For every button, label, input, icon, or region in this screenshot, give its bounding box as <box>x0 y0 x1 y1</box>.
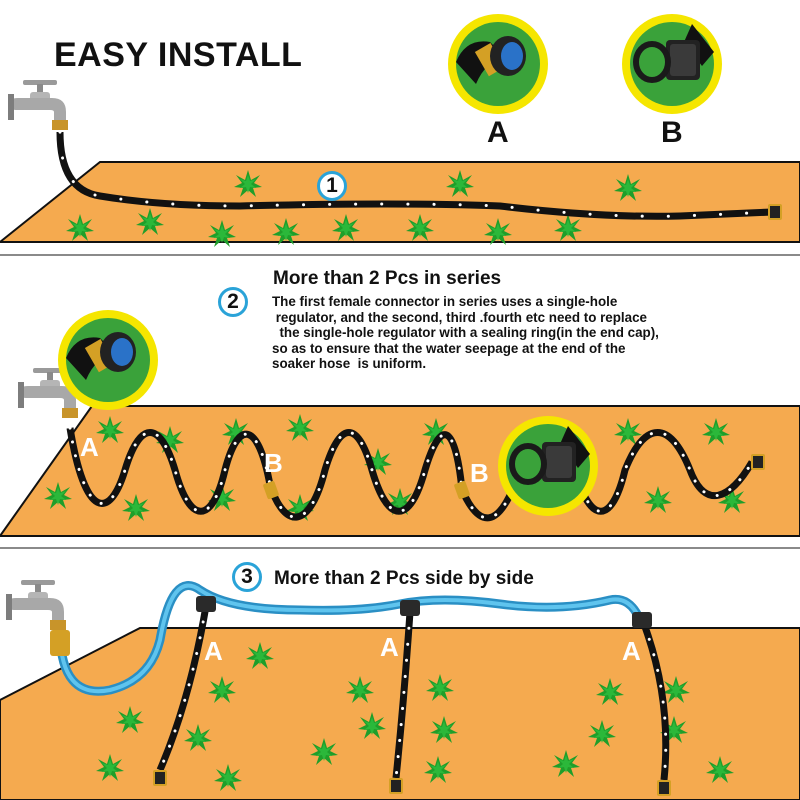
description-line: so as to ensure that the water seepage a… <box>272 341 792 357</box>
step-2-number: 2 <box>218 287 248 317</box>
section-2-connector-a-detail <box>58 310 158 410</box>
section-2-label-a: A <box>80 432 99 463</box>
section-1-faucet <box>8 80 68 130</box>
connector-b-detail <box>622 14 722 114</box>
section-2-ground <box>0 406 800 536</box>
description-line: soaker hose is uniform. <box>272 356 792 372</box>
section-3-faucet <box>6 580 66 630</box>
section-2-connector-b-detail <box>498 416 598 516</box>
section-2-label-b: B <box>470 458 489 489</box>
section-3-label-a: A <box>380 632 399 663</box>
connector-a-detail <box>448 14 548 114</box>
step-2-description: The first female connector in series use… <box>272 294 792 372</box>
legend-label-a: A <box>487 116 509 150</box>
section-3-label-a: A <box>204 636 223 667</box>
legend-label-b: B <box>661 116 683 150</box>
description-line: The first female connector in series use… <box>272 294 792 310</box>
description-line: regulator, and the second, third .fourth… <box>272 310 792 326</box>
step-1-number: 1 <box>317 171 347 201</box>
description-line: the single-hole regulator with a sealing… <box>272 325 792 341</box>
step-3-heading: More than 2 Pcs side by side <box>274 568 534 590</box>
step-3-number: 3 <box>232 562 262 592</box>
page-title: EASY INSTALL <box>54 36 302 75</box>
section-3-label-a: A <box>622 636 641 667</box>
step-2-heading: More than 2 Pcs in series <box>273 268 501 290</box>
section-2-label-b: B <box>264 448 283 479</box>
